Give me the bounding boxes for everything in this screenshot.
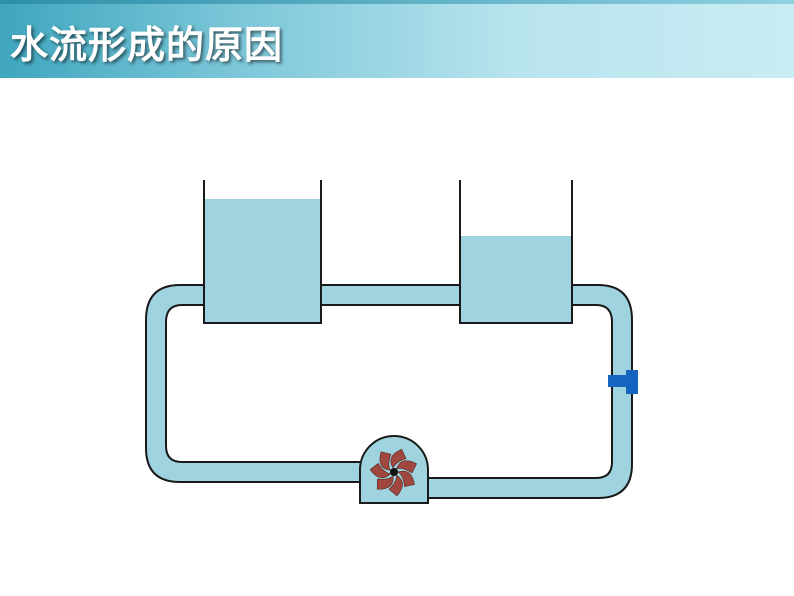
impeller-blade <box>379 451 392 471</box>
pump-impeller-icon <box>369 448 417 497</box>
left-container-wall <box>203 180 322 324</box>
right-container-wall <box>459 180 573 324</box>
title-bar: 水流形成的原因 <box>0 0 794 78</box>
impeller-blade <box>369 462 392 479</box>
title-bar-stripe <box>0 0 794 4</box>
valve-icon[interactable] <box>608 370 638 394</box>
impeller-blade <box>397 470 415 488</box>
impeller-hub <box>390 468 398 476</box>
page-title: 水流形成的原因 <box>10 23 284 67</box>
right-container-water <box>460 236 572 323</box>
impeller-blade <box>376 475 394 490</box>
impeller-blade <box>388 474 403 497</box>
impeller-blade <box>390 448 407 469</box>
impeller-blade <box>395 460 417 474</box>
left-container-water <box>204 199 321 323</box>
